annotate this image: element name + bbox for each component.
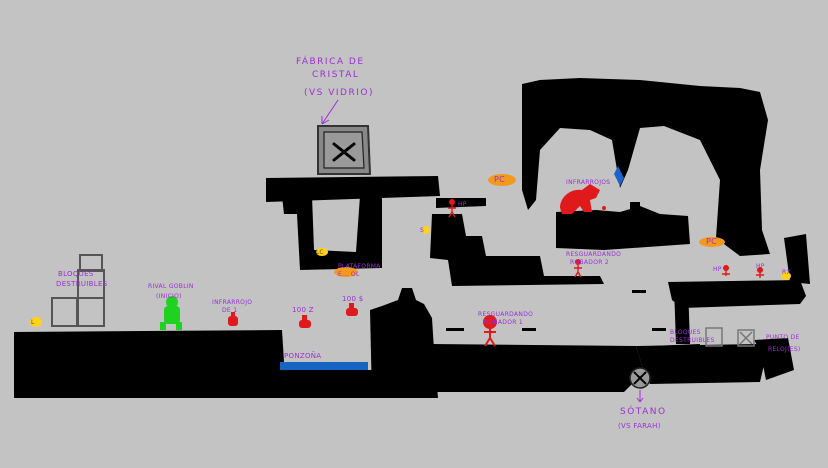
tag-hp-right2: HP [756,263,765,270]
right-block [650,344,700,374]
glass-factory-door[interactable] [318,126,370,174]
label-punto-1: PUNTO DE [766,334,800,341]
label-bloques-left-1: BLOQUES [58,270,94,278]
label-sotano-2: (VS FARAH) [618,422,661,430]
label-hp-100s: 100 $ [342,295,364,303]
basement-door[interactable] [630,368,650,388]
tag-s-small: S [420,227,424,234]
label-resguardo2-2: ROBADOR 2 [570,259,609,266]
poison-water [280,362,368,370]
label-resguardo1-1: RESGUARDANDO [478,311,533,318]
label-hp-100z: 100 Z [292,306,314,314]
label-fabrica-1: FÁBRICA DE [296,55,365,67]
label-fabrica-2: CRISTAL [312,70,359,80]
dash-platform [632,290,646,293]
tag-rx: RX [782,269,791,276]
label-bloques-left-2: DESTRUIBLES [56,280,108,288]
cave-rock [630,202,640,212]
label-sotano-1: SÓTANO [620,405,667,417]
dash-platform [750,296,764,299]
label-infrarrojos: INFRARROJOS [566,179,610,186]
dash-platform [728,234,744,237]
dash-platform [652,328,666,331]
label-ponzona: PONZOÑA [284,351,321,360]
label-fabrica-3: (VS VIDRIO) [304,88,374,98]
label-punto-2: RELOJ(ES) [768,346,801,353]
label-bloques-right-1: BLOQUES [670,329,701,336]
tag-lc-mid: LC [316,249,324,256]
tag-pc-right: PC [706,237,717,246]
label-resguardo2-1: RESGUARDANDO [566,251,621,258]
tag-hp-upper: HP [458,201,467,208]
label-infrarrojo-2: DE 1 [222,307,237,314]
ground-left [14,330,284,398]
label-rival-2: (INICIO) [156,293,182,300]
dash-platform [522,328,536,331]
label-resguardo1-2: ROBADOR 1 [484,319,523,326]
dash-platform [446,328,464,331]
tag-pc-top: PC [494,175,505,184]
ground-under-water [276,370,378,398]
tag-hp-right1: HP [713,266,722,273]
label-infrarrojo-1: INFRARROJO [212,299,252,306]
right-mid-platform [668,280,806,308]
ground-middle [432,344,644,392]
label-plataforma-2: E... OL [338,271,360,278]
label-plataforma-1: PLATAFORMA [338,263,381,270]
label-rival-1: RIVAL GOBLIN [148,283,194,290]
label-bloques-right-2: DESTRUIBLES [670,337,715,344]
